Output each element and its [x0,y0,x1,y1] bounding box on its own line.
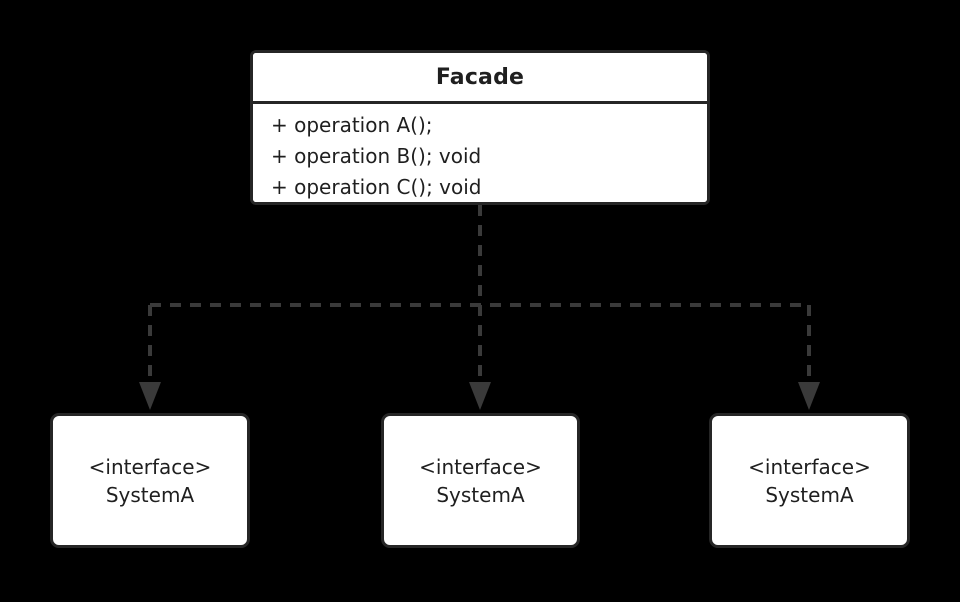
subsystem-stereotype-3: <interface> [748,454,871,479]
arrowhead-middle-icon [469,382,491,410]
subsystem-name-3: SystemA [765,482,854,507]
subsystem-stereotype-1: <interface> [88,454,212,479]
subsystem-interface-box-2[interactable]: <interface> SystemA [381,413,580,548]
facade-title-compartment: Facade [253,53,707,104]
facade-class-name: Facade [435,64,525,90]
facade-operation-c: + operation C(); void [271,175,482,199]
subsystem-stereotype-2: <interface> [419,454,542,479]
facade-operations-compartment: + operation A(); + operation B(); void +… [253,104,707,202]
facade-class-box[interactable]: Facade + operation A(); + operation B();… [250,50,710,205]
subsystem-interface-box-1[interactable]: <interface> SystemA [50,413,250,548]
facade-operation-a: + operation A(); [271,113,433,137]
arrowhead-right-icon [798,382,820,410]
facade-operation-b: + operation B(); void [271,144,482,168]
subsystem-interface-box-3[interactable]: <interface> SystemA [709,413,910,548]
subsystem-name-2: SystemA [436,482,525,507]
subsystem-name-1: SystemA [105,482,195,507]
arrowhead-left-icon [139,382,161,410]
